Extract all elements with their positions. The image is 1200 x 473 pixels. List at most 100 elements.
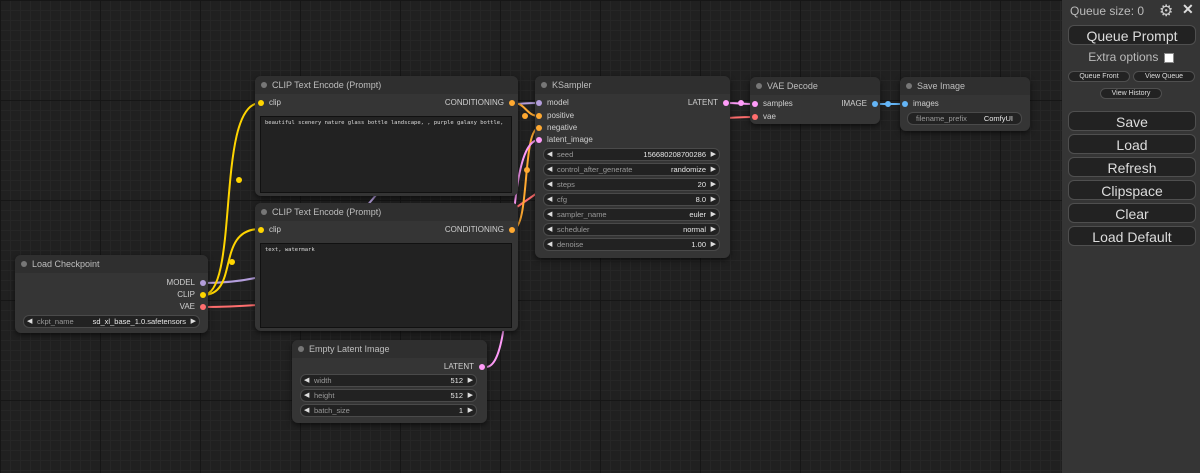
node-title-text: Save Image bbox=[917, 81, 966, 91]
slot-label: images bbox=[913, 99, 939, 108]
seed-number[interactable]: ◀ seed 156680208700286 ▶ bbox=[543, 148, 720, 161]
arrow-left-icon[interactable]: ◀ bbox=[27, 318, 33, 325]
collapse-dot[interactable] bbox=[756, 83, 762, 89]
input-latent-image[interactable]: latent_image bbox=[536, 134, 593, 146]
widget-value: randomize bbox=[670, 165, 706, 174]
slot-label: negative bbox=[547, 123, 578, 132]
arrow-right-icon[interactable]: ▶ bbox=[467, 377, 473, 384]
arrow-right-icon[interactable]: ▶ bbox=[710, 211, 716, 218]
graph-canvas[interactable]: Load Checkpoint MODEL CLIP VAE ◀ ckpt_na… bbox=[0, 0, 1062, 473]
save-button[interactable]: Save bbox=[1068, 111, 1196, 131]
node-clip-text-encode-positive[interactable]: CLIP Text Encode (Prompt) clip CONDITION… bbox=[255, 76, 518, 196]
arrow-right-icon[interactable]: ▶ bbox=[710, 196, 716, 203]
arrow-right-icon[interactable]: ▶ bbox=[190, 318, 196, 325]
control-after-generate-combo[interactable]: ◀ control_after_generate randomize ▶ bbox=[543, 163, 720, 176]
arrow-right-icon[interactable]: ▶ bbox=[467, 392, 473, 399]
clipspace-button[interactable]: Clipspace bbox=[1068, 180, 1196, 200]
prompt-textarea[interactable]: beautiful scenery nature glass bottle la… bbox=[260, 116, 512, 193]
arrow-right-icon[interactable]: ▶ bbox=[710, 166, 716, 173]
arrow-right-icon[interactable]: ▶ bbox=[710, 181, 716, 188]
collapse-dot[interactable] bbox=[906, 83, 912, 89]
input-positive[interactable]: positive bbox=[536, 110, 574, 122]
prompt-textarea[interactable]: text, watermark bbox=[260, 243, 512, 328]
widget-name: seed bbox=[557, 150, 574, 159]
node-load-checkpoint[interactable]: Load Checkpoint MODEL CLIP VAE ◀ ckpt_na… bbox=[15, 255, 208, 333]
filename-prefix-text[interactable]: filename_prefix ComfyUI bbox=[907, 112, 1022, 125]
input-model[interactable]: model bbox=[536, 97, 569, 109]
steps-number[interactable]: ◀ steps 20 ▶ bbox=[543, 178, 720, 191]
node-title[interactable]: Empty Latent Image bbox=[292, 340, 487, 358]
load-default-button[interactable]: Load Default bbox=[1068, 226, 1196, 246]
node-title[interactable]: CLIP Text Encode (Prompt) bbox=[255, 203, 518, 221]
scheduler-combo[interactable]: ◀ scheduler normal ▶ bbox=[543, 223, 720, 236]
input-vae[interactable]: vae bbox=[752, 111, 776, 123]
node-title[interactable]: VAE Decode bbox=[750, 77, 880, 95]
output-image[interactable]: IMAGE bbox=[841, 98, 878, 110]
output-conditioning[interactable]: CONDITIONING bbox=[445, 97, 515, 109]
node-save-image[interactable]: Save Image images filename_prefix ComfyU… bbox=[900, 77, 1030, 131]
refresh-button[interactable]: Refresh bbox=[1068, 157, 1196, 177]
node-title[interactable]: Save Image bbox=[900, 77, 1030, 95]
collapse-dot[interactable] bbox=[261, 209, 267, 215]
arrow-left-icon[interactable]: ◀ bbox=[547, 226, 553, 233]
arrow-left-icon[interactable]: ◀ bbox=[547, 166, 553, 173]
input-clip[interactable]: clip bbox=[258, 224, 281, 236]
slot-label: positive bbox=[547, 111, 575, 120]
node-title[interactable]: CLIP Text Encode (Prompt) bbox=[255, 76, 518, 94]
input-samples[interactable]: samples bbox=[752, 98, 793, 110]
node-clip-text-encode-negative[interactable]: CLIP Text Encode (Prompt) clip CONDITION… bbox=[255, 203, 518, 331]
arrow-left-icon[interactable]: ◀ bbox=[547, 151, 553, 158]
arrow-left-icon[interactable]: ◀ bbox=[547, 241, 553, 248]
output-model[interactable]: MODEL bbox=[167, 277, 206, 289]
side-menu-panel: Queue size: 0 ⚙ ✕ Queue Prompt Extra opt… bbox=[1062, 0, 1200, 473]
view-history-button[interactable]: View History bbox=[1100, 88, 1162, 99]
arrow-left-icon[interactable]: ◀ bbox=[304, 392, 310, 399]
output-conditioning[interactable]: CONDITIONING bbox=[445, 224, 515, 236]
sampler-name-combo[interactable]: ◀ sampler_name euler ▶ bbox=[543, 208, 720, 221]
output-latent[interactable]: LATENT bbox=[444, 361, 485, 373]
close-icon[interactable]: ✕ bbox=[1182, 1, 1194, 17]
clear-button[interactable]: Clear bbox=[1068, 203, 1196, 223]
collapse-dot[interactable] bbox=[261, 82, 267, 88]
arrow-left-icon[interactable]: ◀ bbox=[547, 196, 553, 203]
collapse-dot[interactable] bbox=[298, 346, 304, 352]
reroute-dot bbox=[524, 167, 530, 173]
node-empty-latent-image[interactable]: Empty Latent Image LATENT ◀ width 512 ▶ … bbox=[292, 340, 487, 423]
input-clip[interactable]: clip bbox=[258, 97, 281, 109]
arrow-left-icon[interactable]: ◀ bbox=[304, 377, 310, 384]
arrow-right-icon[interactable]: ▶ bbox=[710, 226, 716, 233]
slot-label: CONDITIONING bbox=[444, 225, 504, 234]
view-queue-button[interactable]: View Queue bbox=[1133, 71, 1195, 82]
output-clip[interactable]: CLIP bbox=[177, 289, 206, 301]
cfg-number[interactable]: ◀ cfg 8.0 ▶ bbox=[543, 193, 720, 206]
arrow-right-icon[interactable]: ▶ bbox=[710, 151, 716, 158]
width-number[interactable]: ◀ width 512 ▶ bbox=[300, 374, 477, 387]
node-vae-decode[interactable]: VAE Decode samples vae IMAGE bbox=[750, 77, 880, 124]
queue-front-button[interactable]: Queue Front bbox=[1068, 71, 1130, 82]
arrow-right-icon[interactable]: ▶ bbox=[467, 407, 473, 414]
collapse-dot[interactable] bbox=[21, 261, 27, 267]
arrow-right-icon[interactable]: ▶ bbox=[710, 241, 716, 248]
ckpt-name-combo[interactable]: ◀ ckpt_name sd_xl_base_1.0.safetensors ▶ bbox=[23, 315, 200, 328]
arrow-left-icon[interactable]: ◀ bbox=[547, 211, 553, 218]
extra-options-row: Extra options bbox=[1062, 50, 1200, 64]
collapse-dot[interactable] bbox=[541, 82, 547, 88]
output-latent[interactable]: LATENT bbox=[688, 97, 729, 109]
node-title[interactable]: KSampler bbox=[535, 76, 730, 94]
queue-prompt-button[interactable]: Queue Prompt bbox=[1068, 25, 1196, 45]
extra-options-checkbox[interactable] bbox=[1163, 52, 1174, 63]
slot-label: CLIP bbox=[177, 290, 195, 299]
output-vae[interactable]: VAE bbox=[180, 301, 206, 313]
slot-label: VAE bbox=[179, 302, 195, 311]
node-ksampler[interactable]: KSampler model positive negative latent_… bbox=[535, 76, 730, 258]
input-images[interactable]: images bbox=[902, 98, 939, 110]
input-negative[interactable]: negative bbox=[536, 122, 577, 134]
arrow-left-icon[interactable]: ◀ bbox=[547, 181, 553, 188]
load-button[interactable]: Load bbox=[1068, 134, 1196, 154]
height-number[interactable]: ◀ height 512 ▶ bbox=[300, 389, 477, 402]
arrow-left-icon[interactable]: ◀ bbox=[304, 407, 310, 414]
denoise-number[interactable]: ◀ denoise 1.00 ▶ bbox=[543, 238, 720, 251]
gear-icon[interactable]: ⚙ bbox=[1159, 3, 1174, 20]
node-title[interactable]: Load Checkpoint bbox=[15, 255, 208, 273]
batch-size-number[interactable]: ◀ batch_size 1 ▶ bbox=[300, 404, 477, 417]
